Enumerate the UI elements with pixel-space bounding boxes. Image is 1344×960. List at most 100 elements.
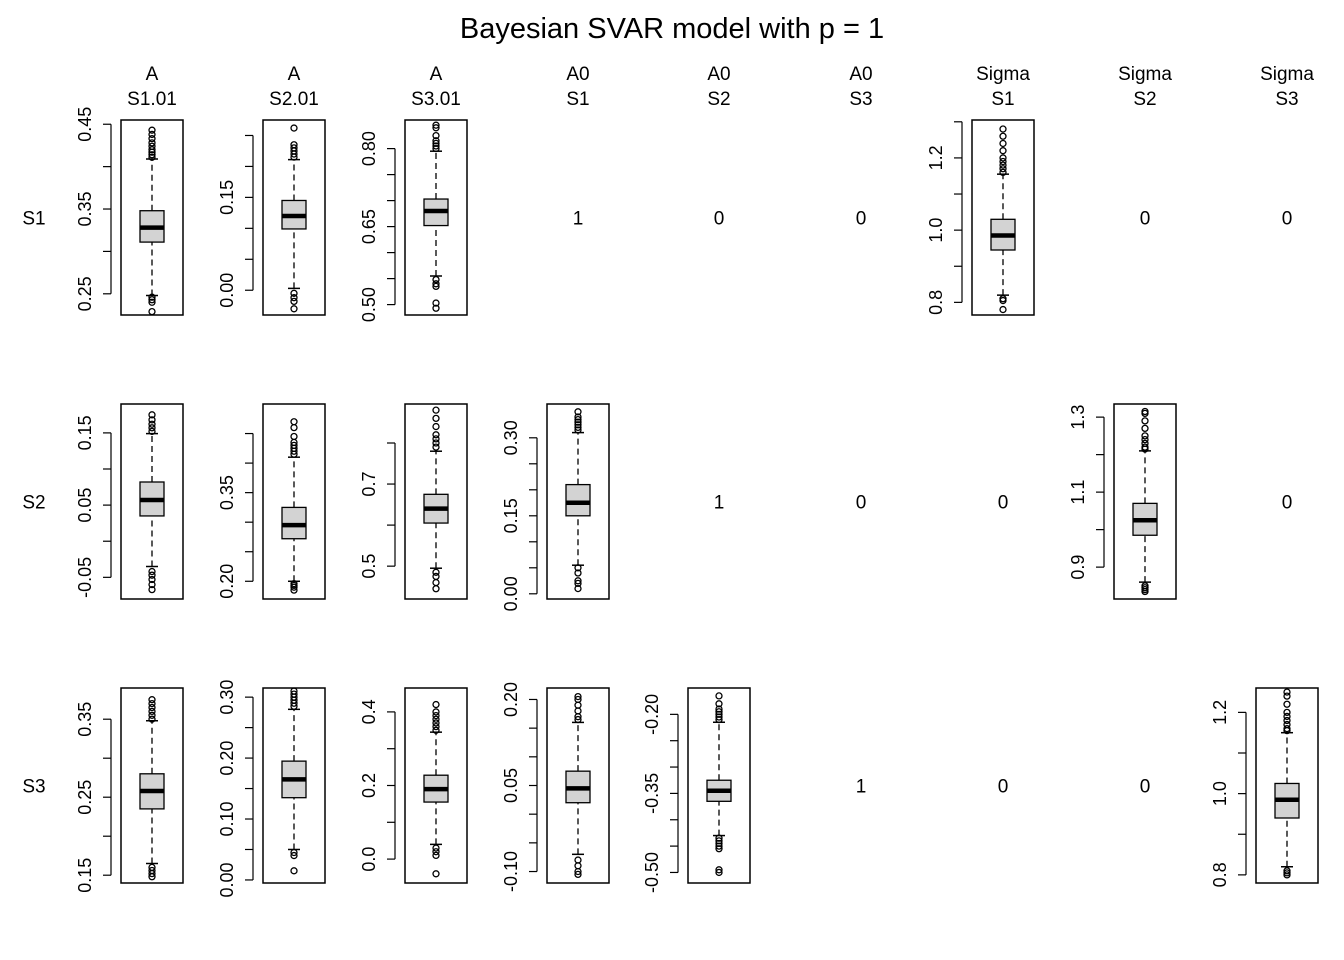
y-tick-label: 1.2 [1210,700,1230,725]
outlier-point [432,700,440,709]
outlier-point [432,139,440,148]
outlier-point [432,572,440,581]
fixed-value: 0 [1140,209,1151,230]
outlier-point [999,125,1007,133]
outlier-point [148,567,156,576]
outlier-point [1141,435,1149,444]
cell-r1-c6: 0 [856,209,867,230]
outlier-point [290,867,298,875]
outlier-point [715,713,723,721]
outlier-point [574,870,582,879]
outlier-point [999,161,1007,169]
outlier-point [574,421,582,429]
outlier-point [432,422,440,431]
outlier-point [999,132,1007,140]
outlier-point [432,708,440,716]
cell-r3-c9: 0.8 1.0 1.2 [1210,687,1319,887]
fixed-value: 0 [1282,209,1293,230]
outlier-point [290,848,298,857]
outlier-point [290,441,298,450]
fixed-value: 0 [1282,493,1293,514]
y-tick-label: 0.0 [359,847,379,872]
y-tick-label: 0.45 [75,107,95,142]
outlier-point [148,153,156,161]
outlier-point [715,710,723,719]
y-tick-label: 1.0 [1210,781,1230,806]
outlier-point [148,571,156,579]
outlier-point [148,420,156,428]
outlier-point [290,418,298,426]
outlier-point [148,575,156,584]
cell-r2-c1: -0.050.050.15 [75,403,184,600]
outlier-point [148,139,156,147]
column-header-top: A0 [849,64,872,85]
outlier-point [1141,432,1149,440]
outlier-point [432,578,440,587]
outlier-point [574,413,582,421]
outlier-point [1283,708,1291,717]
cell-r1-c7: 0.81.01.2 [926,119,1035,316]
outlier-point [432,406,440,414]
outlier-point [148,293,156,301]
outlier-point [148,296,156,304]
outlier-point [432,585,440,593]
outlier-point [432,299,440,307]
outlier-point [148,142,156,150]
column-header-top: Sigma [1118,64,1172,85]
cell-r2-c5: 1 [714,493,725,514]
outlier-point [999,147,1007,155]
y-tick-label: 0.30 [501,420,521,455]
column-header-top: A [430,64,443,85]
y-tick-label: 0.15 [75,858,95,893]
outlier-point [999,139,1007,148]
y-tick-label: 0.00 [217,862,237,897]
y-tick-label: 0.25 [75,780,95,815]
outlier-point [148,298,156,306]
y-tick-label: 0.35 [75,702,95,737]
outlier-point [432,719,440,727]
outlier-point [432,280,440,288]
outlier-point [999,295,1007,303]
column-header-bottom: S3.01 [411,89,461,110]
column-header-bottom: S1 [566,89,589,110]
outlier-point [290,141,298,149]
outlier-point [148,711,156,719]
outlier-point [715,834,723,842]
fixed-value: 0 [1140,777,1151,798]
outlier-point [574,423,582,432]
column-header-top: Sigma [976,64,1030,85]
column-header-top: A [288,64,301,85]
outlier-point [290,690,298,698]
outlier-point [999,168,1007,177]
cell-r3-c8: 0 [1140,777,1151,798]
cell-r3-c1: 0.15 0.25 0.35 [75,687,184,893]
y-tick-label: 0.50 [359,287,379,322]
outlier-point [1141,439,1149,448]
outlier-point [715,715,723,724]
y-tick-label: 1.3 [1068,405,1088,430]
outlier-point [148,863,156,872]
outlier-point [574,579,582,588]
column-header-bottom: S1.01 [127,89,177,110]
y-tick-label: -0.50 [642,852,662,893]
y-tick-label: 0.35 [75,191,95,226]
outlier-point [148,696,156,704]
y-tick-label: 0.15 [501,498,521,533]
outlier-point [715,845,723,853]
outlier-point [290,432,298,441]
outlier-point [432,726,440,734]
outlier-point [148,424,156,432]
outlier-point [432,715,440,723]
outlier-point [715,692,723,700]
panel-frame [971,119,1035,316]
outlier-point [574,856,582,864]
outlier-point [432,304,440,312]
y-tick-label: 0.8 [1210,862,1230,887]
outlier-point [1141,407,1149,416]
outlier-point [1283,724,1291,733]
cell-r1-c1: 0.25 0.35 0.45 [75,107,184,316]
outlier-point [148,703,156,712]
y-tick-label: 0.25 [75,276,95,311]
outlier-point [574,408,582,416]
